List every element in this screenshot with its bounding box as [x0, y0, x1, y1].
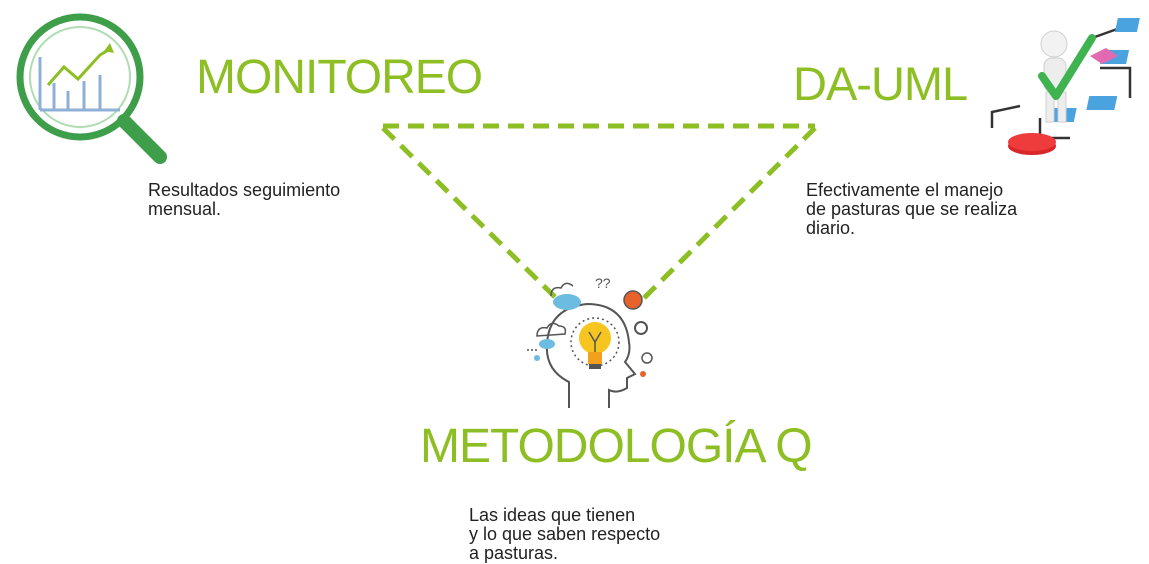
monitoreo-description-line: Resultados seguimiento [148, 180, 341, 200]
da-uml-description-line: Efectivamente el manejo [806, 180, 1004, 200]
idea-head-icon: ?? [527, 275, 653, 408]
metodologia-q-description-line: a pasturas. [469, 543, 559, 563]
da-uml-title: DA-UML [793, 57, 968, 110]
flowchart-person-icon [990, 18, 1140, 155]
monitoreo-title: MONITOREO [196, 51, 483, 104]
magnifier-chart-icon [16, 13, 167, 164]
metodologia-q-description-line: y lo que saben respecto [469, 524, 661, 544]
da-uml-description: Efectivamente el manejo de pasturas que … [806, 181, 1017, 238]
metodologia-q-title: METODOLOGÍA Q [420, 420, 813, 473]
monitoreo-description: Resultados seguimiento mensual. [148, 181, 340, 219]
monitoreo-description-line: mensual. [148, 199, 222, 219]
da-uml-description-line: de pasturas que se realiza [806, 199, 1018, 219]
connector-left [381, 126, 558, 300]
da-uml-description-line: diario. [806, 218, 856, 238]
svg-text:??: ?? [595, 275, 611, 291]
connector-right [638, 126, 817, 304]
metodologia-q-description: Las ideas que tienen y lo que saben resp… [469, 506, 660, 563]
metodologia-q-description-line: Las ideas que tienen [469, 505, 636, 525]
